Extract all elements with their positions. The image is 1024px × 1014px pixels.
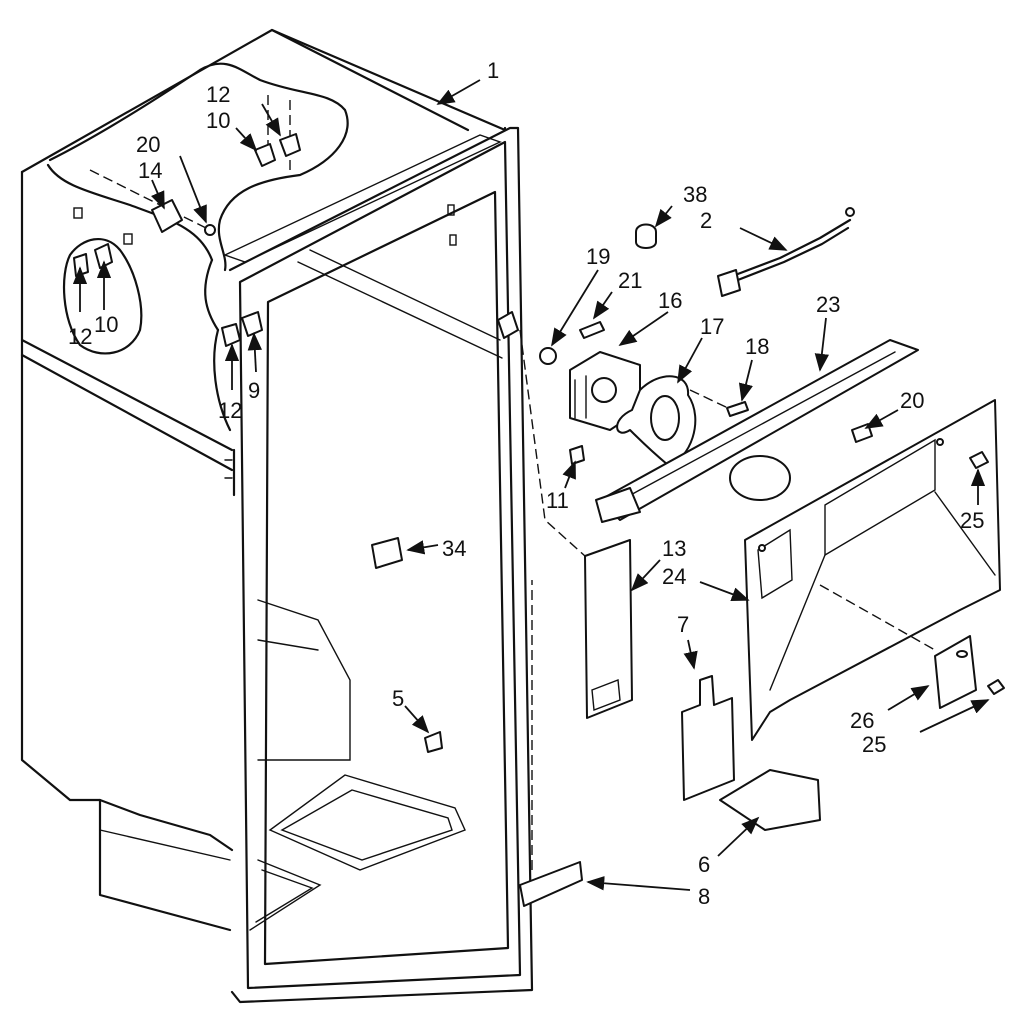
panel-7 (681, 675, 735, 801)
callout-5: 5 (392, 686, 404, 711)
callout-25-lower: 25 (862, 732, 886, 757)
strip-8 (519, 861, 583, 907)
callout-19: 19 (586, 244, 610, 269)
cabinet-liner (20, 28, 534, 1004)
callout-20-left: 20 (136, 132, 160, 157)
callout-9: 9 (248, 378, 260, 403)
callout-2: 2 (700, 208, 712, 233)
callout-38: 38 (683, 182, 707, 207)
callout-26: 26 (850, 708, 874, 733)
callout-labels: 1 2 38 19 21 16 17 18 23 20 11 25 13 24 … (68, 58, 984, 909)
harness-part-2 (717, 207, 855, 297)
callout-25-upper: 25 (960, 508, 984, 533)
callout-14: 14 (138, 158, 162, 183)
panel-13 (584, 539, 633, 719)
callout-6: 6 (698, 852, 710, 877)
callout-1: 1 (487, 58, 499, 83)
callout-18: 18 (745, 334, 769, 359)
callout-10-top: 10 (206, 108, 230, 133)
callout-23: 23 (816, 292, 840, 317)
evaporator-cover-23 (595, 339, 919, 523)
bracket-26 (934, 451, 1005, 709)
callout-16: 16 (658, 288, 682, 313)
callout-11: 11 (546, 488, 569, 513)
part-34-and-5 (371, 537, 443, 753)
callout-20-right: 20 (900, 388, 924, 413)
assembly-dashed-lines (519, 329, 936, 870)
callout-24: 24 (662, 564, 686, 589)
callout-34: 34 (442, 536, 466, 561)
wiring-harness-top (46, 62, 349, 432)
callout-7: 7 (677, 612, 689, 637)
fan-motor-assembly (539, 223, 873, 466)
rear-panel-24 (744, 399, 1001, 741)
callout-12-mid: 12 (218, 398, 242, 423)
callout-10-left: 10 (94, 312, 118, 337)
callout-13: 13 (662, 536, 686, 561)
callout-12-left: 12 (68, 324, 92, 349)
callout-8: 8 (698, 884, 710, 909)
callout-17: 17 (700, 314, 724, 339)
callout-12-top: 12 (206, 82, 230, 107)
callout-arrows (72, 79, 990, 891)
callout-21: 21 (618, 268, 642, 293)
bracket-6 (719, 769, 821, 831)
